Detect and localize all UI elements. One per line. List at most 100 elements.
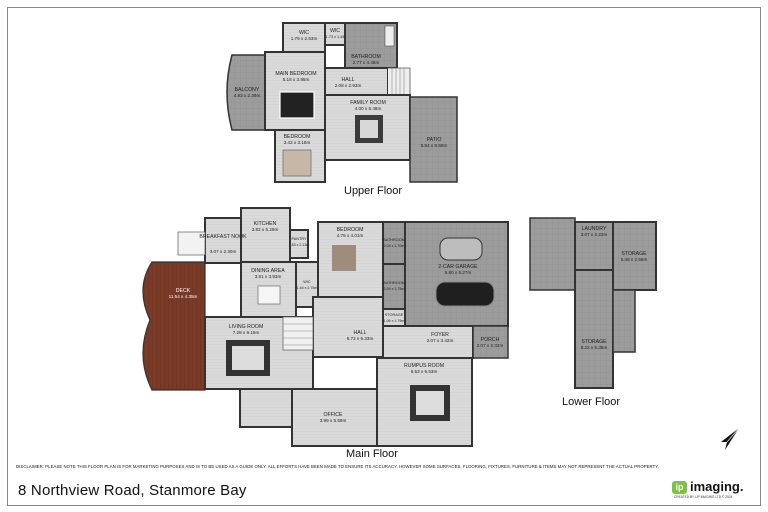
svg-text:OFFICE: OFFICE xyxy=(323,412,343,418)
svg-text:3.51 x 3.93m: 3.51 x 3.93m xyxy=(255,274,282,279)
main-floor xyxy=(142,207,509,447)
svg-text:KITCHEN: KITCHEN xyxy=(254,221,277,227)
bathroom-top-area xyxy=(382,221,406,265)
room-labels: WIC 1.79 x 2.63m WIC 1.73 x 1.44 BATHROO… xyxy=(169,28,648,423)
property-address: 8 Northview Road, Stanmore Bay xyxy=(18,482,247,499)
svg-text:BEDROOM: BEDROOM xyxy=(337,227,364,233)
breakfast-nook-area xyxy=(204,217,242,264)
svg-text:WIC: WIC xyxy=(303,280,311,284)
svg-text:8.22 x 5.35m: 8.22 x 5.35m xyxy=(581,345,608,350)
disclaimer-text: DISCLAIMER: PLEASE NOTE THIS FLOOR PLAN … xyxy=(16,464,659,469)
balcony-area xyxy=(226,54,266,131)
lower-hall-area xyxy=(529,217,576,291)
upper-floor-label: Upper Floor xyxy=(344,185,403,197)
svg-text:LAUNDRY: LAUNDRY xyxy=(582,226,607,232)
svg-text:3.99 x 5.59m: 3.99 x 5.59m xyxy=(320,418,347,423)
svg-text:PORCH: PORCH xyxy=(481,337,500,343)
svg-text:DINING AREA: DINING AREA xyxy=(251,268,285,274)
svg-text:BATHROOM: BATHROOM xyxy=(383,281,405,285)
patio-area xyxy=(409,96,458,183)
storage-main-area xyxy=(382,308,406,327)
svg-text:2.04 x 1.70m: 2.04 x 1.70m xyxy=(384,244,405,248)
svg-text:1.79 x 2.63m: 1.79 x 2.63m xyxy=(291,36,318,41)
svg-text:3.07 x 2.23m: 3.07 x 2.23m xyxy=(581,232,608,237)
main-floor-label: Main Floor xyxy=(346,448,398,460)
svg-text:FOYER: FOYER xyxy=(431,332,449,338)
svg-text:5.54 x 8.69m: 5.54 x 8.69m xyxy=(421,143,448,148)
svg-text:4.00 x 5.48m: 4.00 x 5.48m xyxy=(355,106,382,111)
svg-text:3.42 x 3.18m: 3.42 x 3.18m xyxy=(284,140,311,145)
svg-text:2.04 x 1.75m: 2.04 x 1.75m xyxy=(384,287,405,291)
bed-main-floor xyxy=(332,245,356,271)
hall-upper-area xyxy=(324,67,389,96)
svg-text:DECK: DECK xyxy=(176,288,191,294)
svg-text:2.77 x 4.48m: 2.77 x 4.48m xyxy=(353,60,380,65)
svg-text:PATIO: PATIO xyxy=(427,137,442,143)
svg-text:STORAGE: STORAGE xyxy=(581,339,607,345)
svg-text:RUMPUS ROOM: RUMPUS ROOM xyxy=(404,363,444,369)
car-1 xyxy=(439,237,483,261)
storage-lower1-area xyxy=(612,221,657,291)
svg-text:MAIN BEDROOM: MAIN BEDROOM xyxy=(275,71,316,77)
lower-floor xyxy=(529,217,657,389)
footer-bar: 8 Northview Road, Stanmore Bay ip imagin… xyxy=(7,476,761,506)
svg-text:PANTRY: PANTRY xyxy=(291,237,307,241)
svg-text:HALL: HALL xyxy=(342,77,355,83)
car-2 xyxy=(435,281,495,307)
svg-text:1.06 x 1.79m: 1.06 x 1.79m xyxy=(384,319,405,323)
logo-name: imaging. xyxy=(690,479,744,494)
dining-table xyxy=(257,285,281,305)
svg-text:1.83 x 2.13m: 1.83 x 2.13m xyxy=(289,243,310,247)
foyer-area xyxy=(382,325,474,359)
kitchen-area xyxy=(240,207,291,263)
svg-text:4.93 x 2.39m: 4.93 x 2.39m xyxy=(234,93,261,98)
svg-text:WIC: WIC xyxy=(330,28,340,34)
svg-text:6.80 x 6.27m: 6.80 x 6.27m xyxy=(445,270,472,275)
svg-text:HALL: HALL xyxy=(354,330,367,336)
bed-upper xyxy=(282,149,312,177)
svg-text:3.07 x 2.30m: 3.07 x 2.30m xyxy=(210,249,237,254)
lower-left-area xyxy=(239,388,293,428)
svg-text:1.73 x 1.44: 1.73 x 1.44 xyxy=(326,35,345,39)
svg-text:STORAGE: STORAGE xyxy=(621,251,647,257)
svg-text:WIC: WIC xyxy=(299,30,309,36)
stairs-deck xyxy=(177,231,206,256)
svg-text:5.48 x 2.55m: 5.48 x 2.55m xyxy=(621,257,648,262)
bed-main xyxy=(279,91,315,119)
company-logo: ip imaging. CREATED BY LIP IMAGING LTD ©… xyxy=(672,479,754,503)
svg-text:BALCONY: BALCONY xyxy=(235,87,260,93)
logo-mark: ip xyxy=(672,481,687,494)
lower-floor-label: Lower Floor xyxy=(562,396,621,408)
svg-text:2.07 x 2.32m: 2.07 x 2.32m xyxy=(477,343,504,348)
pantry-area xyxy=(289,229,309,259)
svg-text:BREAKFAST NOOK: BREAKFAST NOOK xyxy=(199,234,247,240)
svg-text:LIVING ROOM: LIVING ROOM xyxy=(229,324,264,330)
stairs-upper xyxy=(388,67,411,96)
north-arrow-icon xyxy=(721,427,740,450)
deck-area xyxy=(142,261,206,391)
svg-text:5.18 x 3.95m: 5.18 x 3.95m xyxy=(283,77,310,82)
svg-text:5.72 x 5.33m: 5.72 x 5.33m xyxy=(347,336,374,341)
svg-text:7.28 x 9.15m: 7.28 x 9.15m xyxy=(233,330,260,335)
upper-floor xyxy=(226,22,458,183)
storage-lower2-area xyxy=(574,269,614,389)
svg-text:BEDROOM: BEDROOM xyxy=(284,134,311,140)
svg-text:BATHROOM: BATHROOM xyxy=(383,238,405,242)
svg-text:2.08 x 2.93m: 2.08 x 2.93m xyxy=(335,83,362,88)
porch-area xyxy=(472,325,509,359)
svg-text:1.44 x 2.75m: 1.44 x 2.75m xyxy=(297,286,318,290)
svg-text:11.54 x 4.35m: 11.54 x 4.35m xyxy=(169,294,198,299)
logo-tagline: CREATED BY LIP IMAGING LTD © 2024 xyxy=(674,495,733,499)
lower-right-strip xyxy=(612,289,636,353)
svg-text:3.82 x 5.29m: 3.82 x 5.29m xyxy=(252,227,279,232)
svg-text:4.75 x 4.01m: 4.75 x 4.01m xyxy=(337,233,364,238)
svg-text:5.53 x 5.53m: 5.53 x 5.53m xyxy=(411,369,438,374)
hall-main-area xyxy=(312,296,384,358)
wic-upper-small-area xyxy=(324,22,346,46)
bath-fixture xyxy=(384,25,395,47)
office-area xyxy=(291,388,378,447)
svg-text:BATHROOM: BATHROOM xyxy=(351,54,381,60)
stairs-main xyxy=(282,316,314,351)
